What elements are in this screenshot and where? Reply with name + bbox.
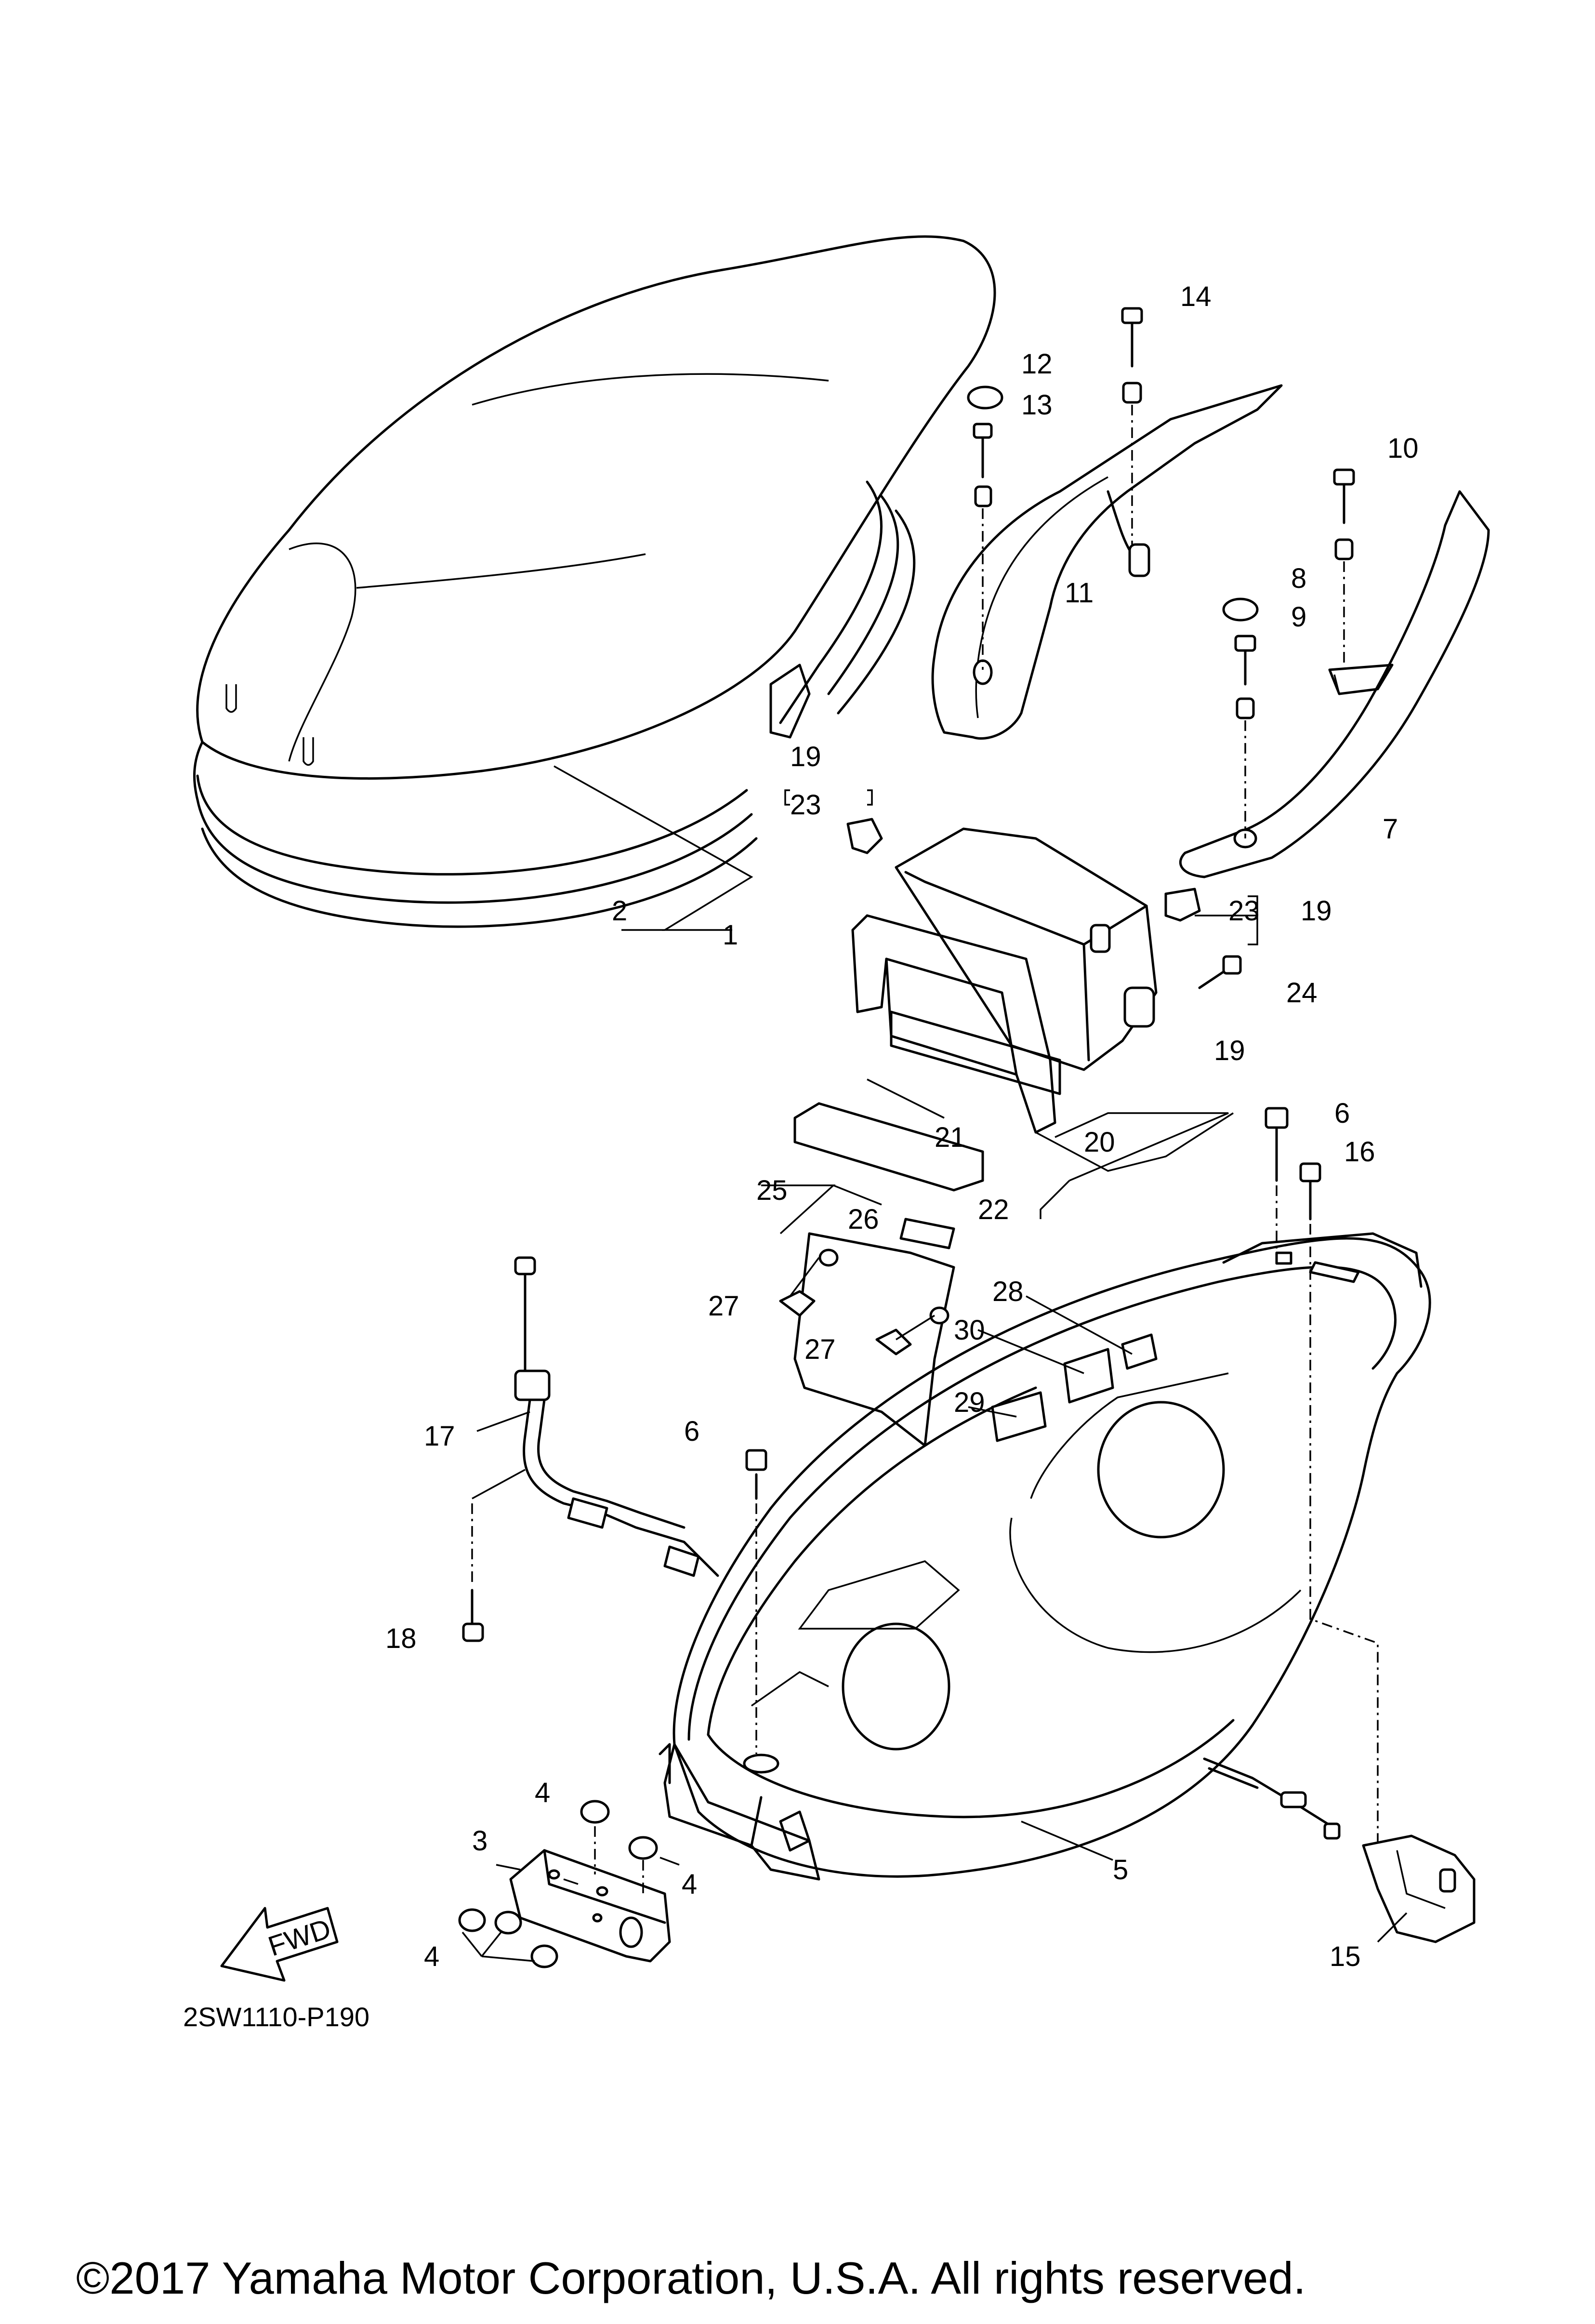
callout-1: 1 bbox=[723, 919, 738, 951]
callout-4b: 4 bbox=[682, 1869, 697, 1900]
callout-16: 16 bbox=[1344, 1136, 1375, 1168]
callout-9: 9 bbox=[1291, 601, 1306, 633]
seat-latch bbox=[1203, 1757, 1476, 1943]
callout-14: 14 bbox=[1180, 281, 1212, 312]
callout-19b: 19 bbox=[1301, 895, 1332, 927]
callouts: 1 2 3 4 4 4 5 6 6 7 8 9 10 11 12 13 14 1… bbox=[385, 281, 1419, 1972]
box-bolts bbox=[745, 1107, 1379, 1879]
callout-30: 30 bbox=[954, 1315, 985, 1346]
callout-5: 5 bbox=[1113, 1854, 1128, 1886]
diagram-code: 2SW1110-P190 bbox=[183, 2002, 369, 2032]
callout-27a: 27 bbox=[708, 1290, 739, 1322]
callout-3: 3 bbox=[472, 1825, 488, 1857]
callout-13: 13 bbox=[1021, 389, 1053, 421]
callout-4a: 4 bbox=[535, 1777, 550, 1808]
callout-29: 29 bbox=[954, 1387, 985, 1418]
callout-26: 26 bbox=[848, 1204, 879, 1235]
callout-11: 11 bbox=[1065, 577, 1094, 609]
callout-7: 7 bbox=[1383, 813, 1398, 845]
panel-cover bbox=[761, 1184, 955, 1447]
grab-bar-front bbox=[931, 384, 1283, 740]
callout-23b: 23 bbox=[1228, 895, 1260, 927]
grab-bar-rear bbox=[1179, 490, 1490, 878]
callout-25: 25 bbox=[756, 1175, 788, 1206]
callout-2: 2 bbox=[612, 895, 627, 927]
callout-10: 10 bbox=[1387, 433, 1419, 464]
callout-23a: 23 bbox=[790, 789, 821, 821]
callout-4c: 4 bbox=[424, 1941, 439, 1972]
callout-21: 21 bbox=[935, 1122, 966, 1153]
fwd-arrow-icon: FWD bbox=[220, 1907, 339, 1982]
callout-6a: 6 bbox=[1334, 1098, 1350, 1129]
callout-27b: 27 bbox=[804, 1334, 836, 1365]
callout-24: 24 bbox=[1286, 977, 1318, 1009]
seat-lock-cable bbox=[462, 1256, 719, 1642]
storage-box bbox=[659, 1232, 1431, 1881]
callout-19c: 19 bbox=[1214, 1035, 1245, 1066]
callout-19a: 19 bbox=[790, 741, 821, 772]
callout-15: 15 bbox=[1330, 1941, 1361, 1972]
callout-17: 17 bbox=[424, 1421, 455, 1452]
copyright: ©2017 Yamaha Motor Corporation, U.S.A. A… bbox=[76, 2253, 1306, 2303]
callout-8: 8 bbox=[1291, 563, 1306, 594]
fasteners-upper bbox=[967, 307, 1355, 838]
callout-28: 28 bbox=[992, 1276, 1024, 1307]
callout-12: 12 bbox=[1021, 348, 1053, 380]
battery-box bbox=[784, 789, 1258, 1219]
callout-18: 18 bbox=[385, 1623, 417, 1654]
callout-22: 22 bbox=[978, 1194, 1009, 1225]
callout-6b: 6 bbox=[684, 1416, 699, 1447]
seat-assembly bbox=[193, 235, 996, 931]
hinge-bracket bbox=[458, 1800, 680, 1968]
callout-20: 20 bbox=[1084, 1127, 1115, 1158]
